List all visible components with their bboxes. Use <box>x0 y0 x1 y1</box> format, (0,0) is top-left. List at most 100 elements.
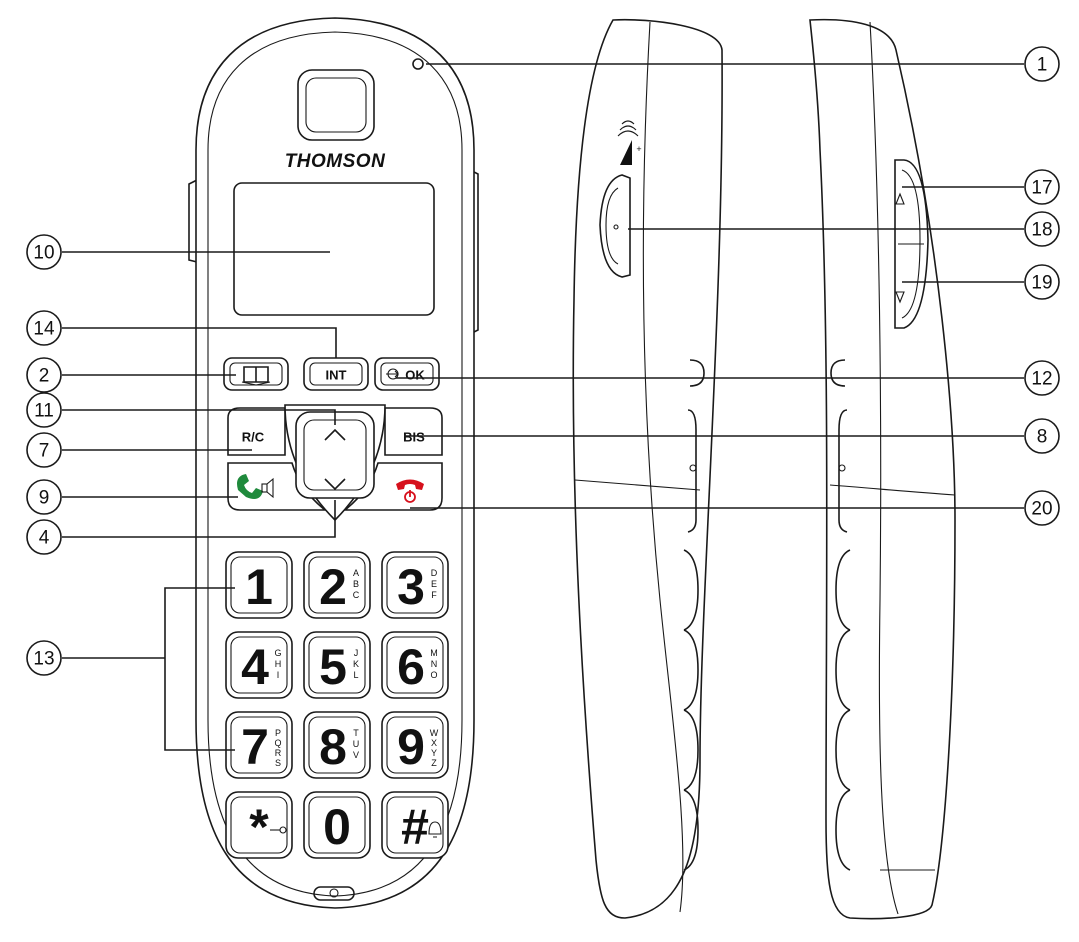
svg-text:A: A <box>353 568 359 578</box>
svg-text:J: J <box>354 648 359 658</box>
callout-19: 19 <box>1024 264 1060 300</box>
key-hash[interactable]: # <box>381 791 449 859</box>
svg-text:Q: Q <box>274 738 281 748</box>
key-digit: 5 <box>319 639 347 695</box>
down-arrow-icon <box>324 478 346 491</box>
int-button[interactable]: INT <box>303 357 369 391</box>
key-letters: TUV <box>353 728 360 760</box>
key-digit: 9 <box>397 719 425 775</box>
svg-text:L: L <box>353 670 358 680</box>
key-1[interactable]: 1 <box>225 551 293 619</box>
callout-number: 19 <box>1031 273 1052 294</box>
callout-1: 1 <box>1024 46 1060 82</box>
hangup-icon <box>396 479 424 490</box>
key-digit: 1 <box>245 559 273 615</box>
key-0[interactable]: 0 <box>303 791 371 859</box>
callout-7: 7 <box>26 432 62 468</box>
callout-number: 10 <box>33 243 54 264</box>
handset-right-side-view <box>809 18 956 920</box>
svg-text:Z: Z <box>431 758 437 768</box>
callout-number: 8 <box>1037 427 1048 448</box>
callout-10: 10 <box>26 234 62 270</box>
callout-8: 8 <box>1024 418 1060 454</box>
svg-text:M: M <box>430 648 438 658</box>
svg-text:K: K <box>353 659 359 669</box>
handset-left-side-view: + <box>572 18 723 919</box>
leader-lines <box>62 58 1024 751</box>
callout-number: 17 <box>1031 178 1052 199</box>
key-digit: 2 <box>319 559 347 615</box>
callout-4: 4 <box>26 519 62 555</box>
bis-label: BIS <box>403 430 425 445</box>
phonebook-button[interactable] <box>223 357 289 391</box>
side-button-bumps <box>683 359 705 871</box>
side-down-arrow-icon <box>895 291 905 304</box>
callout-number: 2 <box>39 366 50 387</box>
key-digit: 3 <box>397 559 425 615</box>
svg-text:+: + <box>636 144 641 154</box>
key-letters: GHI <box>274 648 281 680</box>
svg-text:E: E <box>431 579 437 589</box>
svg-text:D: D <box>431 568 438 578</box>
navigation-rocker[interactable] <box>284 404 386 522</box>
book-icon <box>241 366 271 386</box>
key-letters: JKL <box>353 648 359 680</box>
callout-2: 2 <box>26 357 62 393</box>
speaker-icon <box>261 477 274 499</box>
ok-button[interactable]: OK <box>374 357 440 391</box>
key-digit: # <box>401 799 429 855</box>
callout-number: 14 <box>33 319 55 340</box>
callout-14: 14 <box>26 310 62 346</box>
callout-11: 11 <box>26 392 62 428</box>
svg-text:V: V <box>353 750 359 760</box>
callout-18: 18 <box>1024 211 1060 247</box>
svg-text:T: T <box>353 728 359 738</box>
key-digit: 7 <box>241 719 269 775</box>
enter-arrow-icon <box>386 368 399 380</box>
svg-text:G: G <box>274 648 281 658</box>
callout-number: 1 <box>1037 55 1048 76</box>
key-digit: 0 <box>323 799 351 855</box>
svg-text:N: N <box>431 659 438 669</box>
bell-icon <box>428 821 442 838</box>
svg-text:H: H <box>275 659 282 669</box>
volume-rocker-side[interactable] <box>599 174 631 278</box>
svg-text:O: O <box>430 670 437 680</box>
callout-20: 20 <box>1024 490 1060 526</box>
svg-text:X: X <box>431 738 437 748</box>
key-digit: 4 <box>241 639 269 695</box>
rc-button[interactable]: R/C <box>227 407 286 456</box>
display-screen <box>233 182 435 316</box>
svg-text:F: F <box>431 590 437 600</box>
callout-number: 12 <box>1031 369 1052 390</box>
earpiece <box>297 69 375 141</box>
key-letters: MNO <box>430 648 438 680</box>
int-label: INT <box>326 368 347 383</box>
side-up-down-keys[interactable] <box>894 159 929 329</box>
rc-label: R/C <box>242 430 265 445</box>
svg-text:I: I <box>277 670 280 680</box>
key-digit: 6 <box>397 639 425 695</box>
key-letters: DEF <box>431 568 438 600</box>
bis-button[interactable]: BIS <box>384 407 443 456</box>
svg-text:U: U <box>353 739 360 749</box>
callout-9: 9 <box>26 479 62 515</box>
callout-13: 13 <box>26 640 62 676</box>
svg-text:S: S <box>275 758 281 768</box>
handset-call-icon <box>237 474 263 499</box>
key-star[interactable]: * <box>225 791 293 859</box>
side-button-bumps-right <box>830 359 851 871</box>
